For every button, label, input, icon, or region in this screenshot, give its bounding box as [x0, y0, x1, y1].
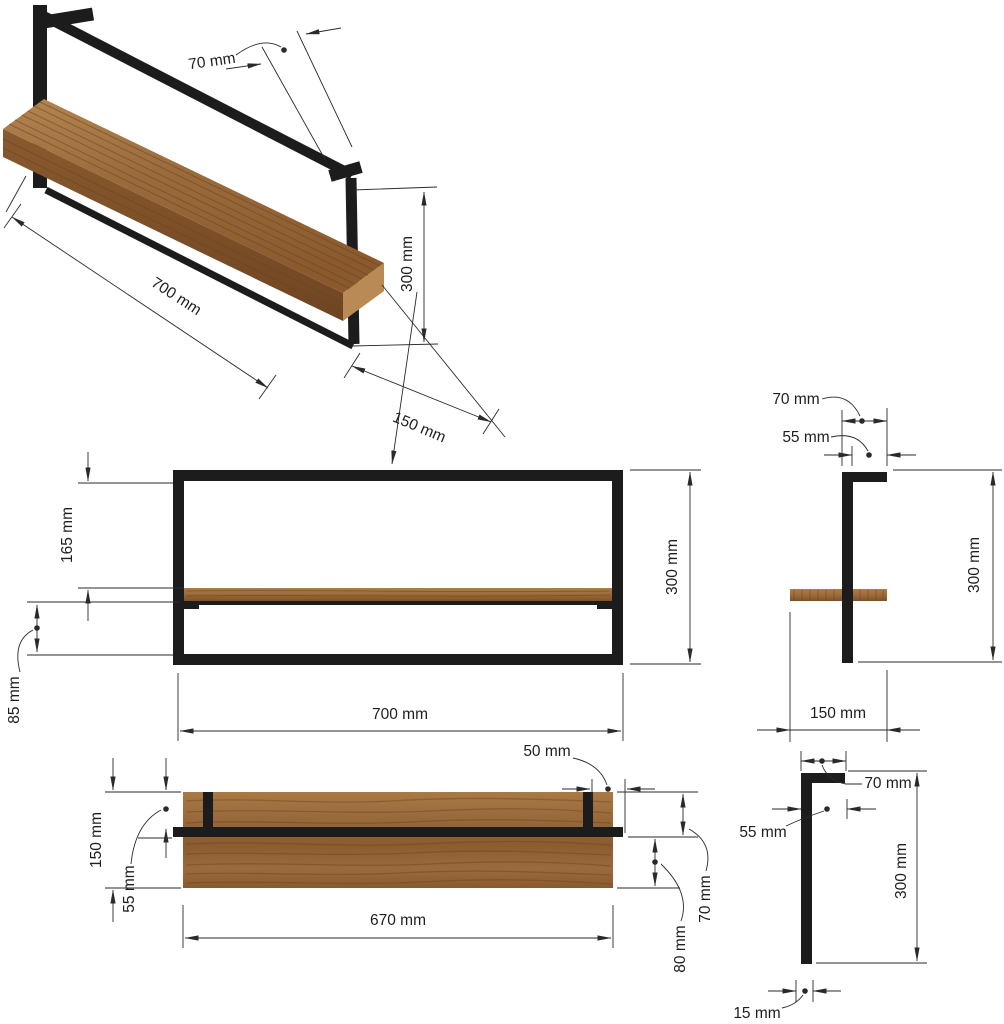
wall-arm-side: [842, 472, 887, 482]
frame-post-left: [203, 792, 213, 827]
dim-label-bracket-15mm: 15 mm: [733, 1005, 780, 1022]
metal-frame-front: [173, 470, 623, 665]
wall-arm-bracket: [801, 773, 845, 783]
support-bar-front: [180, 601, 617, 605]
side-dimension-300: 300 mm: [858, 469, 1002, 663]
dim-label-front-700mm: 700 mm: [372, 706, 428, 723]
wood-grain-lines: [2, 101, 381, 313]
dim-label-top-80mm: 80 mm: [672, 925, 689, 972]
side-dimension-55: 55 mm: [782, 429, 916, 466]
front-dimension-85: 85 mm: [6, 601, 180, 724]
dim-label-side-70mm: 70 mm: [772, 391, 819, 408]
dim-label-iso-300mm: 300 mm: [399, 236, 416, 292]
bracket-dimension-55: 55 mm: [739, 799, 876, 841]
wall-hook-right: [328, 161, 363, 182]
iso-dimension-70: 70 mm: [187, 27, 353, 164]
wood-shelf-front: [184, 588, 612, 601]
top-view: 150 mm 55 mm 50 mm 70 mm: [88, 743, 714, 973]
dim-label-side-55mm: 55 mm: [782, 429, 829, 446]
dim-label-front-300mm: 300 mm: [664, 539, 681, 595]
dim-label-top-70mm: 70 mm: [697, 875, 714, 922]
dim-label-bracket-70mm: 70 mm: [864, 775, 911, 792]
iso-dimension-300: 300 mm: [351, 186, 439, 347]
frame-post-right: [583, 792, 593, 827]
wall-hook-left: [42, 7, 95, 29]
top-dimension-55: 55 mm: [121, 758, 172, 913]
wood-shelf-top: [183, 792, 613, 888]
end-grain-lines: [793, 590, 884, 600]
top-dimension-50: 50 mm: [523, 743, 655, 833]
dim-label-top-150mm: 150 mm: [88, 812, 105, 868]
front-dimension-700: 700 mm: [177, 673, 624, 741]
dim-label-top-55mm: 55 mm: [121, 865, 138, 912]
front-view: 165 mm 85 mm 300 mm 700 mm: [6, 452, 701, 741]
bracket-dimension-300: 300 mm: [816, 770, 927, 964]
wood-shelf-side: [790, 589, 887, 601]
support-bar-top: [173, 827, 623, 837]
side-view: 70 mm 55 mm 300 mm 150 mm: [757, 391, 1002, 742]
dim-label-front-85mm: 85 mm: [6, 676, 23, 723]
dim-label-bracket-300mm: 300 mm: [893, 843, 910, 899]
isometric-view: 70 mm 700 mm 300 mm 150 mm: [2, 5, 506, 465]
side-dimension-150: 150 mm: [757, 612, 920, 742]
dim-label-front-165mm: 165 mm: [59, 507, 76, 563]
bracket-dimension-15: 15 mm: [733, 980, 841, 1022]
bracket-view: 70 mm 300 mm 55 mm 15 mm: [733, 751, 927, 1022]
top-dimension-670: 670 mm: [182, 905, 614, 948]
wood-grain-lines-top: [185, 797, 612, 885]
dim-label-top-670mm: 670 mm: [370, 912, 426, 929]
dim-label-bracket-55mm: 55 mm: [739, 824, 786, 841]
bracket-dimension-70: 70 mm: [800, 751, 912, 792]
wood-end-grain: [343, 263, 384, 321]
top-dimension-150: 150 mm: [88, 758, 181, 922]
dim-label-top-50mm: 50 mm: [523, 743, 570, 760]
dim-label-side-150mm: 150 mm: [810, 705, 866, 722]
dim-label-iso-70mm: 70 mm: [187, 50, 236, 73]
frame-bar-side: [842, 472, 853, 663]
top-dimension-80: 80 mm: [617, 838, 689, 973]
front-dimension-165: 165 mm: [59, 452, 184, 621]
front-dimension-300: 300 mm: [630, 469, 701, 665]
frame-bar-bracket: [801, 773, 812, 964]
dim-label-side-300mm: 300 mm: [966, 537, 983, 593]
top-dimension-70: 70 mm: [617, 791, 714, 923]
